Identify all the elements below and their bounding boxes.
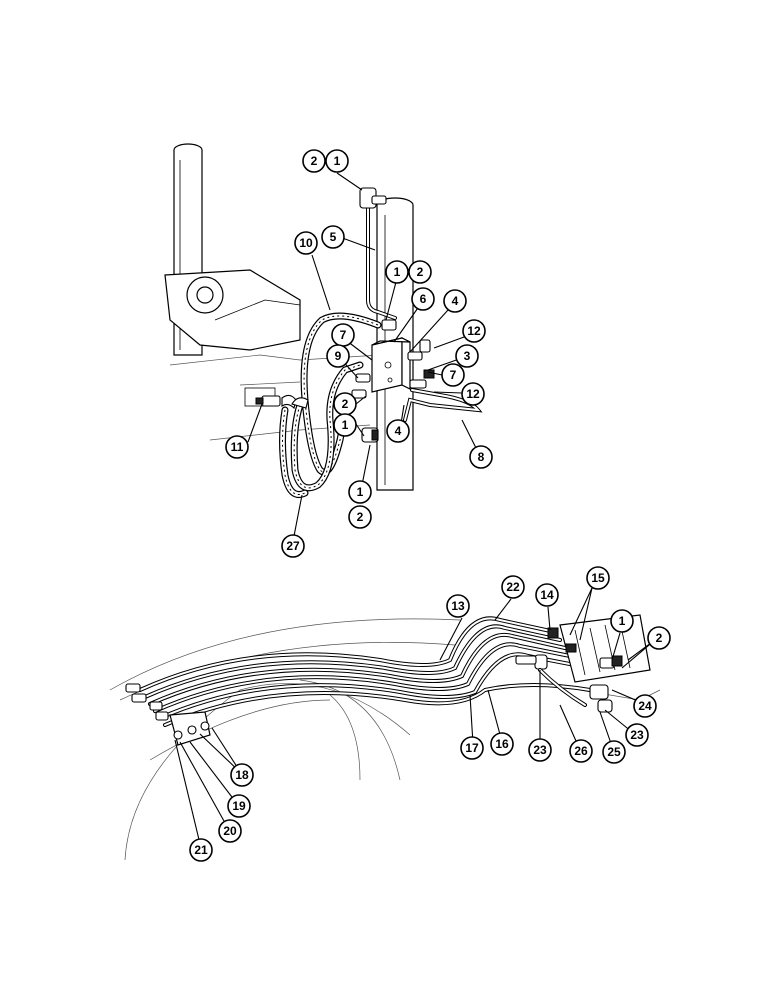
callout-number: 7 — [340, 328, 347, 342]
callout-12-top: 12 — [462, 319, 486, 343]
callout-22: 22 — [501, 575, 525, 599]
callout-1-top: 1 — [325, 149, 349, 173]
callout-3: 3 — [455, 344, 479, 368]
hose-27 — [290, 361, 364, 492]
callout-number: 26 — [574, 744, 588, 758]
callout-number: 19 — [232, 799, 246, 813]
callout-13: 13 — [446, 594, 470, 618]
callout-number: 15 — [591, 571, 605, 585]
callout-26: 26 — [569, 739, 593, 763]
hose-bundle — [138, 616, 592, 727]
callout-8: 8 — [469, 445, 493, 469]
callout-1-block: 1 — [385, 260, 409, 284]
callout-1-mid: 1 — [333, 413, 357, 437]
callout-12-bottom: 12 — [461, 382, 485, 406]
callout-number: 11 — [231, 440, 244, 454]
callout-7-right: 7 — [441, 363, 465, 387]
callout-16: 16 — [490, 732, 514, 756]
quick-coupler-11 — [255, 394, 309, 410]
callout-number: 22 — [506, 580, 520, 594]
callout-number: 21 — [194, 843, 208, 857]
callout-number: 14 — [540, 588, 554, 602]
callout-number: 3 — [464, 349, 471, 363]
callout-number: 13 — [451, 599, 465, 613]
hose-27b — [279, 406, 309, 498]
callout-number: 2 — [656, 631, 663, 645]
callout-number: 17 — [465, 741, 479, 755]
block-fittings — [351, 319, 435, 443]
callout-4-bottom: 4 — [386, 419, 410, 443]
callout-number: 12 — [466, 387, 480, 401]
callout-number: 1 — [334, 154, 341, 168]
callout-23-right: 23 — [625, 723, 649, 747]
callout-number: 9 — [335, 349, 342, 363]
callout-number: 4 — [452, 294, 459, 308]
callout-20: 20 — [218, 819, 242, 843]
callout-23-mid: 23 — [528, 738, 552, 762]
callout-number: 18 — [235, 768, 249, 782]
callout-11: 11 — [225, 435, 249, 459]
valve-block — [371, 337, 411, 393]
callout-2-low: 2 — [348, 505, 372, 529]
tee-fittings — [515, 654, 587, 707]
callout-1-low: 1 — [348, 480, 372, 504]
body-contours — [109, 618, 661, 861]
callout-25: 25 — [602, 740, 626, 764]
callout-number: 25 — [607, 745, 621, 759]
callouts: 2 1 10 5 1 2 6 4 7 12 9 3 7 12 2 1 4 8 1… — [189, 149, 671, 862]
callout-number: 6 — [420, 292, 427, 306]
callout-7-left: 7 — [331, 323, 355, 347]
callout-1-right: 1 — [610, 609, 634, 633]
callout-5: 5 — [321, 225, 345, 249]
callout-number: 1 — [619, 614, 626, 628]
callout-15: 15 — [586, 566, 610, 590]
callout-number: 12 — [467, 324, 481, 338]
callout-21: 21 — [189, 838, 213, 862]
callout-14: 14 — [535, 583, 559, 607]
callout-27: 27 — [281, 534, 305, 558]
callout-number: 5 — [330, 230, 337, 244]
callout-2-block: 2 — [408, 260, 432, 284]
callout-2-mid: 2 — [333, 392, 357, 416]
callout-19: 19 — [227, 794, 251, 818]
lower-assembly — [109, 587, 661, 861]
callout-number: 10 — [299, 236, 313, 250]
callout-18: 18 — [230, 763, 254, 787]
callout-17: 17 — [460, 736, 484, 760]
callout-number: 27 — [286, 539, 300, 553]
callout-number: 2 — [357, 510, 364, 524]
callout-2-top: 2 — [302, 149, 326, 173]
callout-number: 4 — [395, 424, 402, 438]
upper-assembly — [164, 143, 483, 537]
callout-number: 20 — [223, 824, 237, 838]
callout-4-top: 4 — [443, 289, 467, 313]
elbow-fitting-top — [359, 187, 387, 209]
callout-number: 2 — [311, 154, 318, 168]
callout-10: 10 — [294, 231, 318, 255]
callout-6: 6 — [411, 287, 435, 311]
callout-number: 16 — [495, 737, 509, 751]
callout-number: 1 — [357, 485, 364, 499]
callout-number: 23 — [533, 743, 547, 757]
callout-number: 2 — [342, 397, 349, 411]
callout-2-right: 2 — [647, 626, 671, 650]
callout-number: 1 — [394, 265, 401, 279]
callout-number: 1 — [342, 418, 349, 432]
frame-bracket — [164, 269, 381, 441]
callout-24: 24 — [633, 694, 657, 718]
callout-number: 8 — [478, 450, 485, 464]
callout-number: 2 — [417, 265, 424, 279]
callout-number: 23 — [630, 728, 644, 742]
left-end-fittings — [125, 683, 211, 746]
callout-number: 24 — [638, 699, 652, 713]
callout-9: 9 — [326, 344, 350, 368]
callout-number: 7 — [450, 368, 457, 382]
